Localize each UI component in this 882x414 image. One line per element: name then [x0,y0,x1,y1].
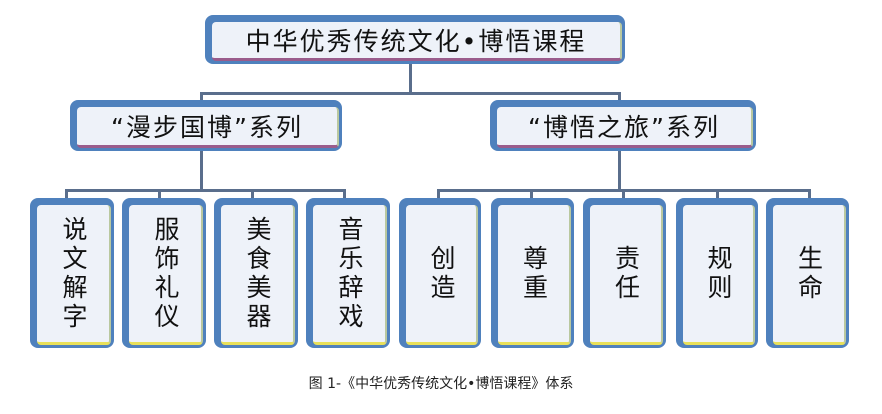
course-node: 说文解字 [30,198,114,348]
course-node: 规则 [676,198,758,348]
course-label: 尊重 [498,205,571,345]
course-label: 服饰礼仪 [129,205,203,345]
series-label: “漫步国博”系列 [77,107,339,148]
course-node: 音乐辞戏 [306,198,390,348]
course-node: 创造 [399,198,481,348]
course-label: 创造 [406,205,478,345]
course-node: 服饰礼仪 [122,198,206,348]
course-label: 责任 [590,205,663,345]
course-node: 责任 [583,198,666,348]
course-label: 说文解字 [37,205,111,345]
course-label: 音乐辞戏 [313,205,387,345]
series-node-manbu-guobo: “漫步国博”系列 [70,100,342,151]
course-label: 生命 [773,205,846,345]
root-node: 中华优秀传统文化•博悟课程 [205,15,625,64]
series-node-bowu-zhilv: “博悟之旅”系列 [490,100,756,151]
course-node: 尊重 [491,198,574,348]
course-label: 规则 [683,205,755,345]
course-node: 生命 [766,198,849,348]
course-label: 美食美器 [221,205,295,345]
root-node-label: 中华优秀传统文化•博悟课程 [212,22,622,61]
figure-caption: 图 1-《中华优秀传统文化•博悟课程》体系 [308,376,574,392]
course-node: 美食美器 [214,198,298,348]
series-label: “博悟之旅”系列 [497,107,753,148]
